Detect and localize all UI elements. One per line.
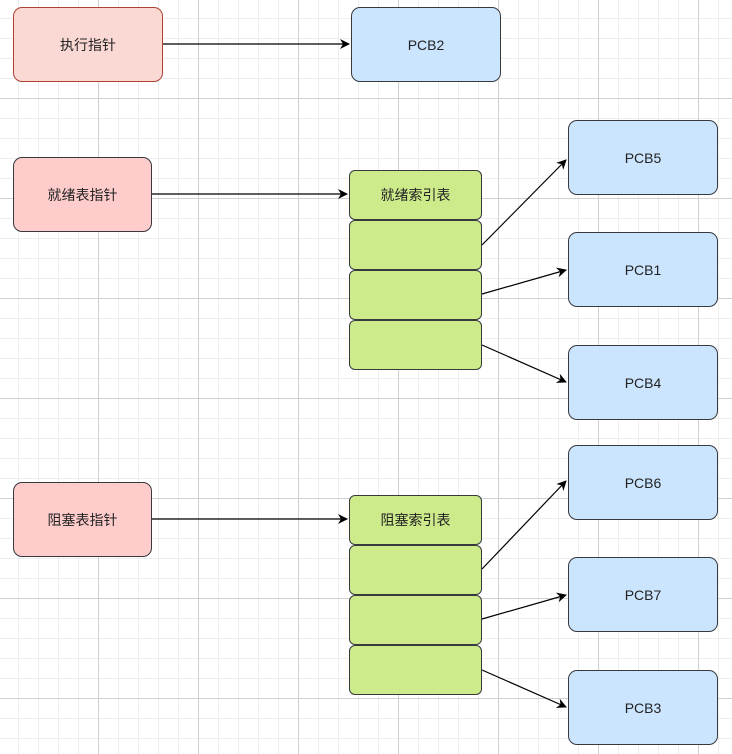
ready-pcb-label-2: PCB1 [624,261,662,278]
blocked-pcb-node-2: PCB7 [568,557,718,632]
arrow-blocked-slot2-to-pcb [481,592,567,620]
ready-index-slot-3 [349,320,482,370]
arrow-ready-slot3-to-pcb [481,344,567,383]
blocked-index-slot-2 [349,595,482,645]
ready-pcb-node-3: PCB4 [568,345,718,420]
blocked-index-slot-3 [349,645,482,695]
arrow-ready-slot2-to-pcb [481,267,567,295]
blocked-pcb-label-2: PCB7 [624,586,662,603]
ready-pointer-label: 就绪表指针 [47,186,118,203]
ready-index-slot-1 [349,220,482,270]
blocked-index-header: 阻塞索引表 [349,495,482,545]
pcb-node-exec: PCB2 [351,7,501,82]
ready-pointer-node: 就绪表指针 [13,157,152,232]
ready-pcb-node-1: PCB5 [568,120,718,195]
arrow-ready-slot1-to-pcb [481,159,567,246]
ready-pcb-node-2: PCB1 [568,232,718,307]
ready-pcb-label-1: PCB5 [624,149,662,166]
ready-pcb-label-3: PCB4 [624,374,662,391]
blocked-pcb-label-3: PCB3 [624,699,662,716]
blocked-pointer-node: 阻塞表指针 [13,482,152,557]
blocked-pcb-label-1: PCB6 [624,474,662,491]
blocked-pcb-node-3: PCB3 [568,670,718,745]
blocked-index-title: 阻塞索引表 [380,512,451,528]
exec-pointer-node: 执行指针 [13,7,163,82]
pcb-label-exec: PCB2 [407,36,445,53]
blocked-pcb-node-1: PCB6 [568,445,718,520]
arrow-blocked-slot3-to-pcb [481,669,567,708]
exec-pointer-label: 执行指针 [60,36,116,53]
ready-index-slot-2 [349,270,482,320]
ready-index-header: 就绪索引表 [349,170,482,220]
blocked-index-slot-1 [349,545,482,595]
blocked-pointer-label: 阻塞表指针 [47,511,118,528]
arrow-blocked-slot1-to-pcb [481,480,567,570]
ready-index-title: 就绪索引表 [380,187,451,203]
